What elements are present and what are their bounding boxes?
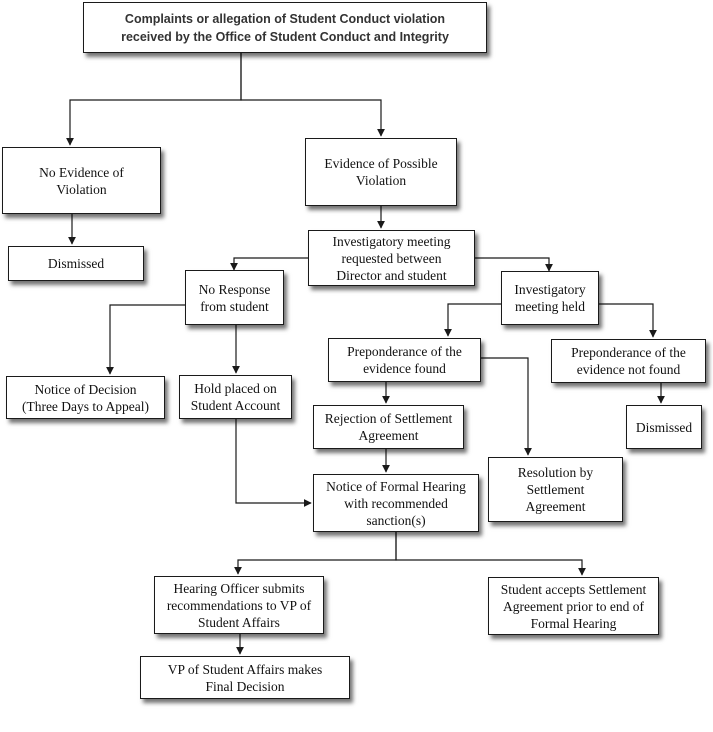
connector-investigatory-request-to-no-response xyxy=(230,257,308,271)
rejection-label: Rejection of Settlement Agreement xyxy=(324,411,453,443)
student-accepts-box: Student accepts Settlement Agreement pri… xyxy=(488,577,659,635)
evidence-label: Evidence of Possible Violation xyxy=(324,156,438,188)
no-evidence-box: No Evidence of Violation xyxy=(2,147,161,214)
notice-decision-label: Notice of Decision (Three Days to Appeal… xyxy=(21,381,150,414)
hold-account-label: Hold placed on Student Account xyxy=(190,381,281,413)
no-response-label: No Response from student xyxy=(198,281,271,314)
formal-hearing-box: Notice of Formal Hearing with recommende… xyxy=(313,474,479,532)
connector-meeting-held-to-preponderance-not-found xyxy=(599,303,657,338)
meeting-held-label: Investigatory meeting held xyxy=(514,282,586,314)
no-evidence-label: No Evidence of Violation xyxy=(39,164,124,197)
dismissed-left-box: Dismissed xyxy=(8,246,144,281)
student-accepts-label: Student accepts Settlement Agreement pri… xyxy=(500,581,647,631)
preponderance-not-found-box: Preponderance of the evidence not found xyxy=(551,339,706,383)
preponderance-found-label: Preponderance of the evidence found xyxy=(347,344,462,376)
notice-decision-box: Notice of Decision (Three Days to Appeal… xyxy=(6,376,165,419)
connector-meeting-held-to-preponderance-found xyxy=(444,303,501,337)
meeting-held-box: Investigatory meeting held xyxy=(501,271,599,325)
preponderance-not-found-label: Preponderance of the evidence not found xyxy=(571,345,686,377)
investigatory-request-box: Investigatory meeting requested between … xyxy=(308,230,475,286)
connector-complaint-to-evidence xyxy=(240,53,385,137)
connector-no-response-to-notice-decision xyxy=(106,304,185,375)
no-response-box: No Response from student xyxy=(185,270,284,325)
dismissed-right-label: Dismissed xyxy=(635,419,693,435)
complaint-box: Complaints or allegation of Student Cond… xyxy=(83,2,487,53)
vp-decision-box: VP of Student Affairs makes Final Decisi… xyxy=(140,656,350,699)
hearing-officer-box: Hearing Officer submits recommendations … xyxy=(154,576,324,634)
connector-formal-hearing-to-hearing-officer xyxy=(234,532,397,575)
complaint-label: Complaints or allegation of Student Cond… xyxy=(121,11,449,44)
evidence-box: Evidence of Possible Violation xyxy=(305,138,457,206)
resolution-label: Resolution by Settlement Agreement xyxy=(517,465,594,514)
resolution-box: Resolution by Settlement Agreement xyxy=(488,457,623,522)
hold-account-box: Hold placed on Student Account xyxy=(179,375,292,419)
preponderance-found-box: Preponderance of the evidence found xyxy=(328,338,481,382)
connector-formal-hearing-to-student-accepts xyxy=(395,532,586,576)
connector-complaint-to-no-evidence xyxy=(66,53,242,146)
rejection-box: Rejection of Settlement Agreement xyxy=(313,405,464,449)
vp-decision-label: VP of Student Affairs makes Final Decisi… xyxy=(167,661,323,694)
dismissed-right-box: Dismissed xyxy=(626,405,702,449)
formal-hearing-label: Notice of Formal Hearing with recommende… xyxy=(326,478,466,528)
dismissed-left-label: Dismissed xyxy=(47,256,105,271)
hearing-officer-label: Hearing Officer submits recommendations … xyxy=(166,580,312,630)
connector-preponderance-found-to-resolution xyxy=(481,357,532,456)
connector-investigatory-request-to-meeting-held xyxy=(475,257,553,272)
connector-hold-account-to-formal-hearing xyxy=(235,419,312,507)
investigatory-request-label: Investigatory meeting requested between … xyxy=(332,233,451,283)
